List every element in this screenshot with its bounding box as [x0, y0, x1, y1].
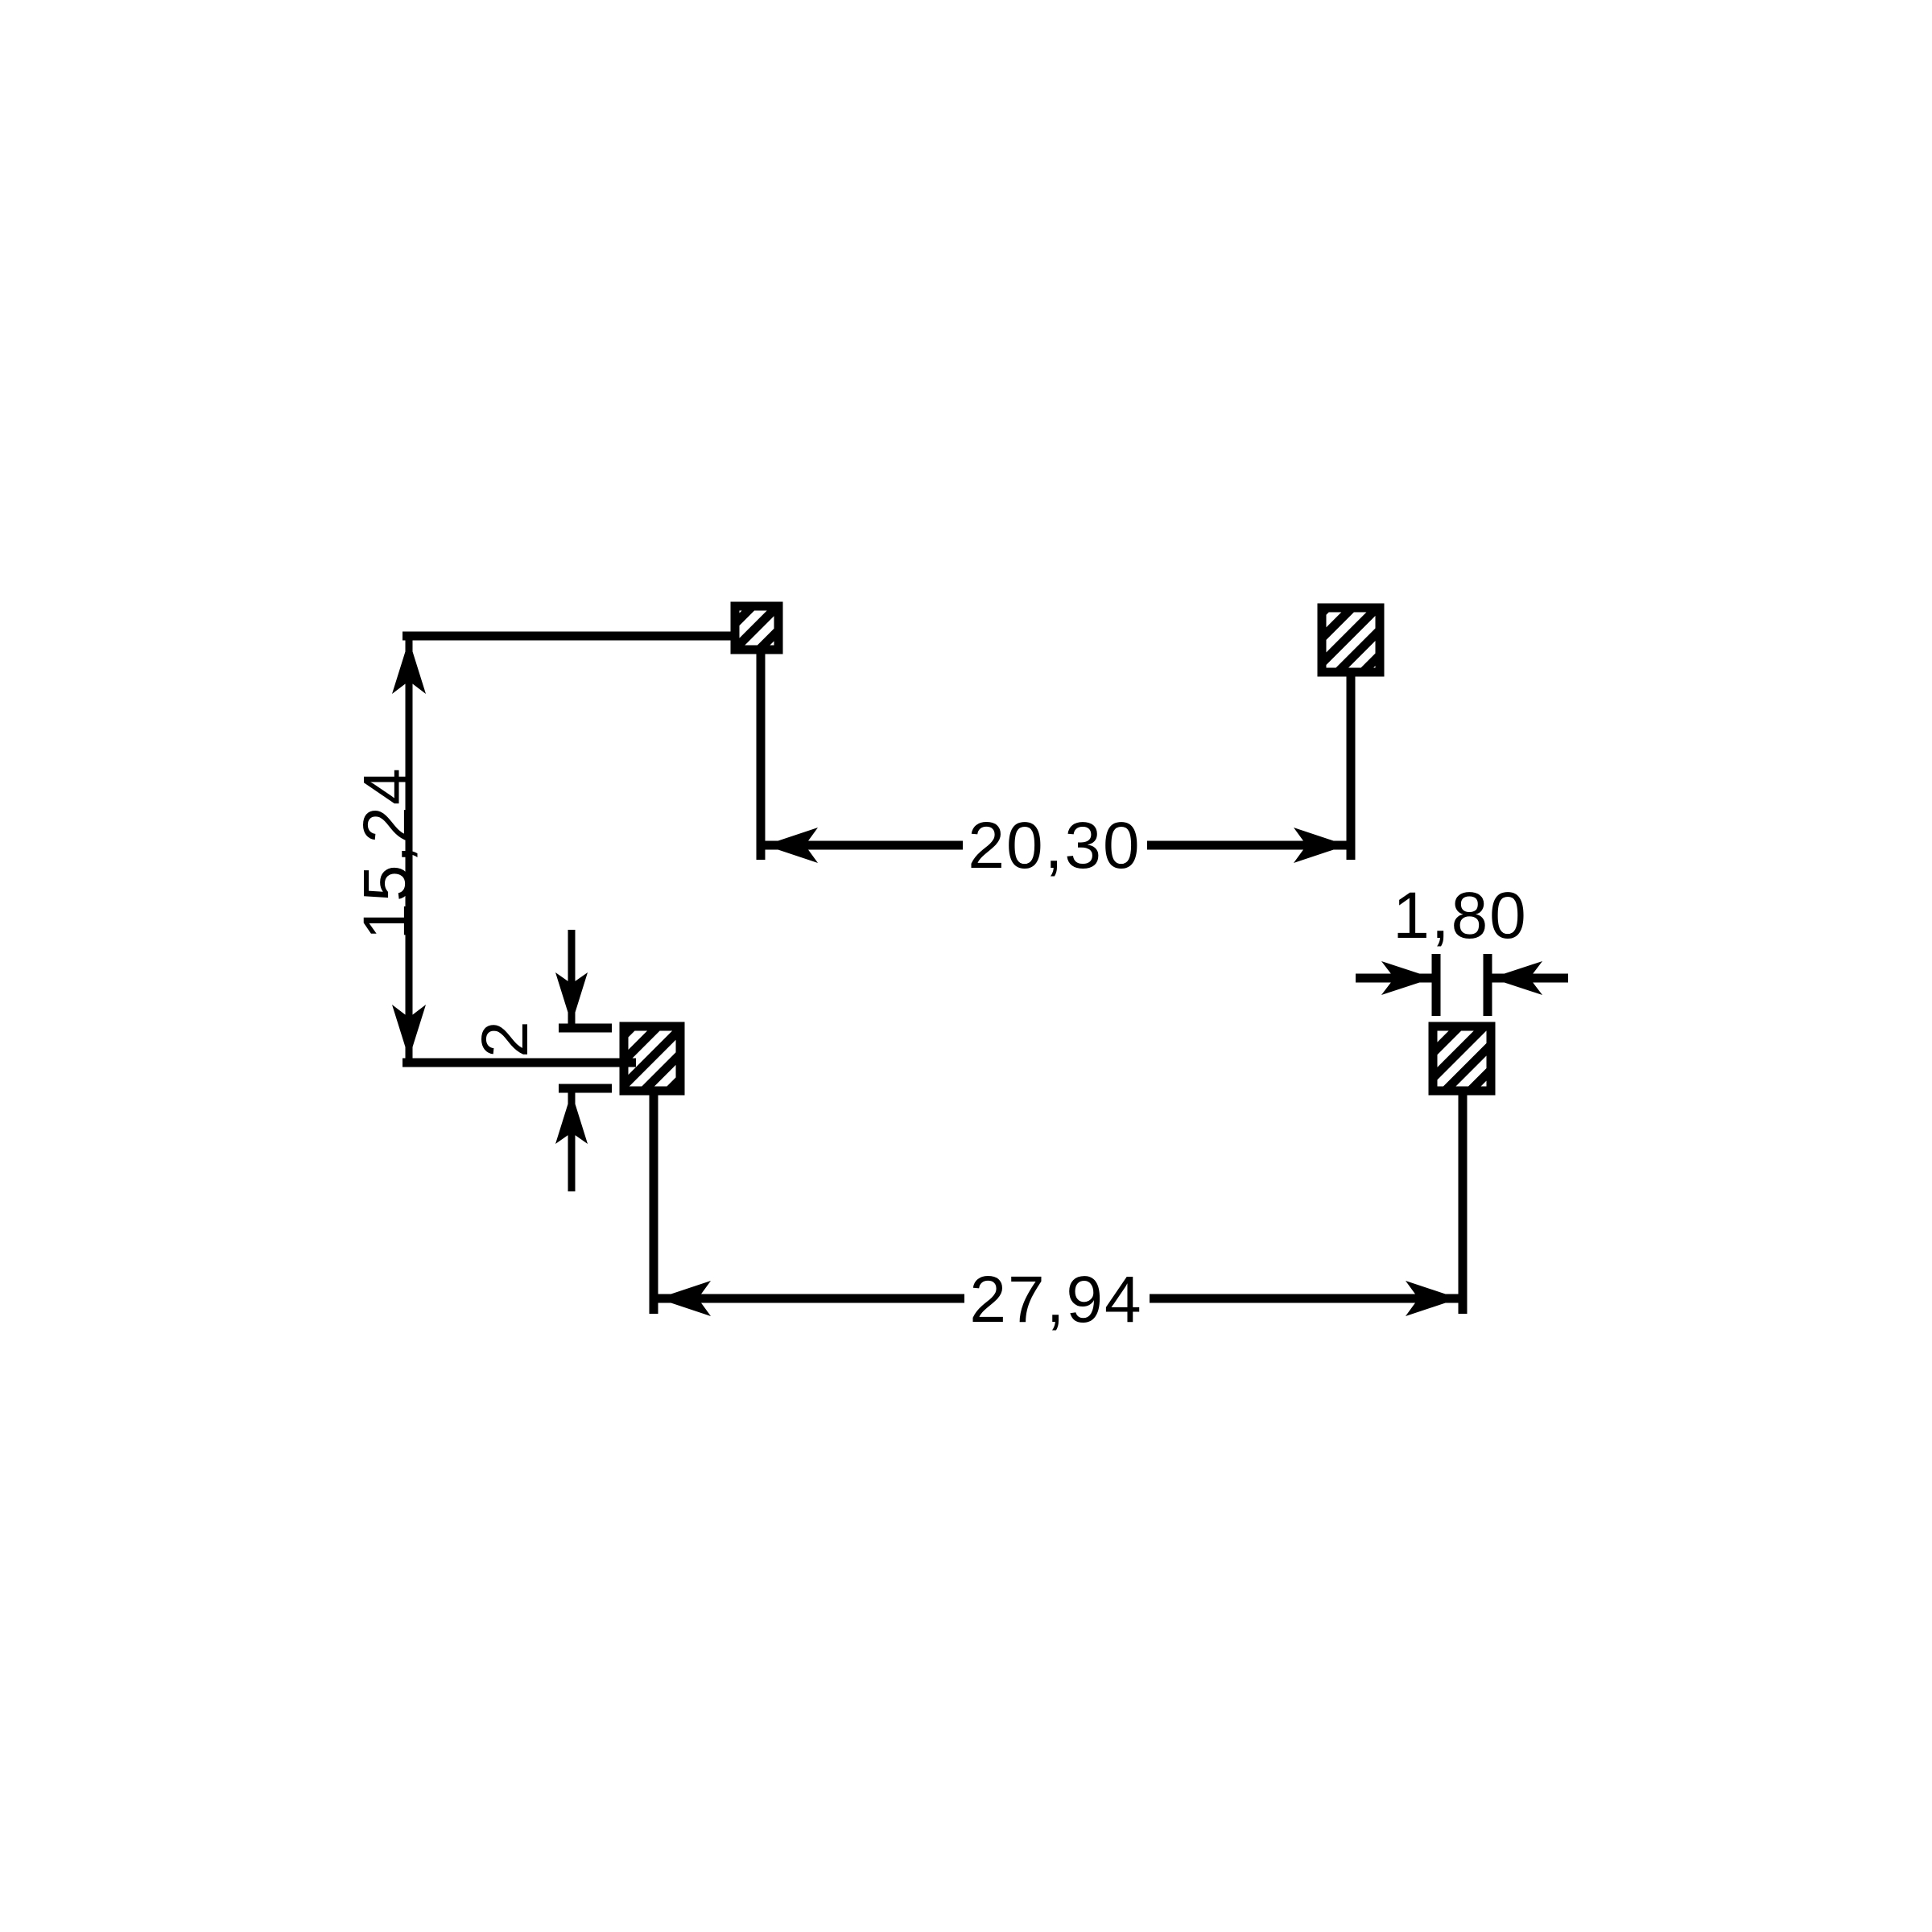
pad-bottom-right-body	[1428, 1022, 1496, 1096]
pad-top-right-body	[1317, 603, 1385, 677]
dim-1-80-arrow-left	[1381, 961, 1433, 995]
dim-2-arrow-up	[555, 1092, 588, 1144]
dim-27-94-arrow-left	[658, 1281, 711, 1316]
dim-2-arrow-down	[555, 972, 588, 1024]
dim-15-24-arrow-up	[392, 640, 426, 694]
dim-15-24-arrow-down	[392, 1005, 426, 1059]
pad-top-left	[730, 601, 783, 654]
pad-top-left-body	[730, 601, 783, 654]
dim-15-24-label: 15,24	[350, 766, 423, 939]
dimension-2: 2	[469, 930, 612, 1191]
dim-1-80-label: 1,80	[1393, 879, 1528, 952]
dim-2-label: 2	[469, 1019, 542, 1058]
dim-20-30-label: 20,30	[968, 809, 1141, 882]
pad-bottom-right	[1428, 1022, 1496, 1096]
dimension-20-30: 20,30	[756, 650, 1356, 882]
dim-27-94-arrow-right	[1406, 1281, 1459, 1316]
dim-27-94-label: 27,94	[969, 1263, 1142, 1336]
dimension-27-94: 27,94	[649, 1091, 1468, 1336]
dimension-15-24: 15,24	[350, 631, 735, 1067]
pad-top-right	[1317, 603, 1385, 677]
dim-20-30-arrow-left	[765, 828, 818, 863]
dim-20-30-arrow-right	[1294, 828, 1347, 863]
dimension-1-80: 1,80	[1356, 879, 1568, 1016]
dim-1-80-arrow-right	[1491, 961, 1542, 995]
